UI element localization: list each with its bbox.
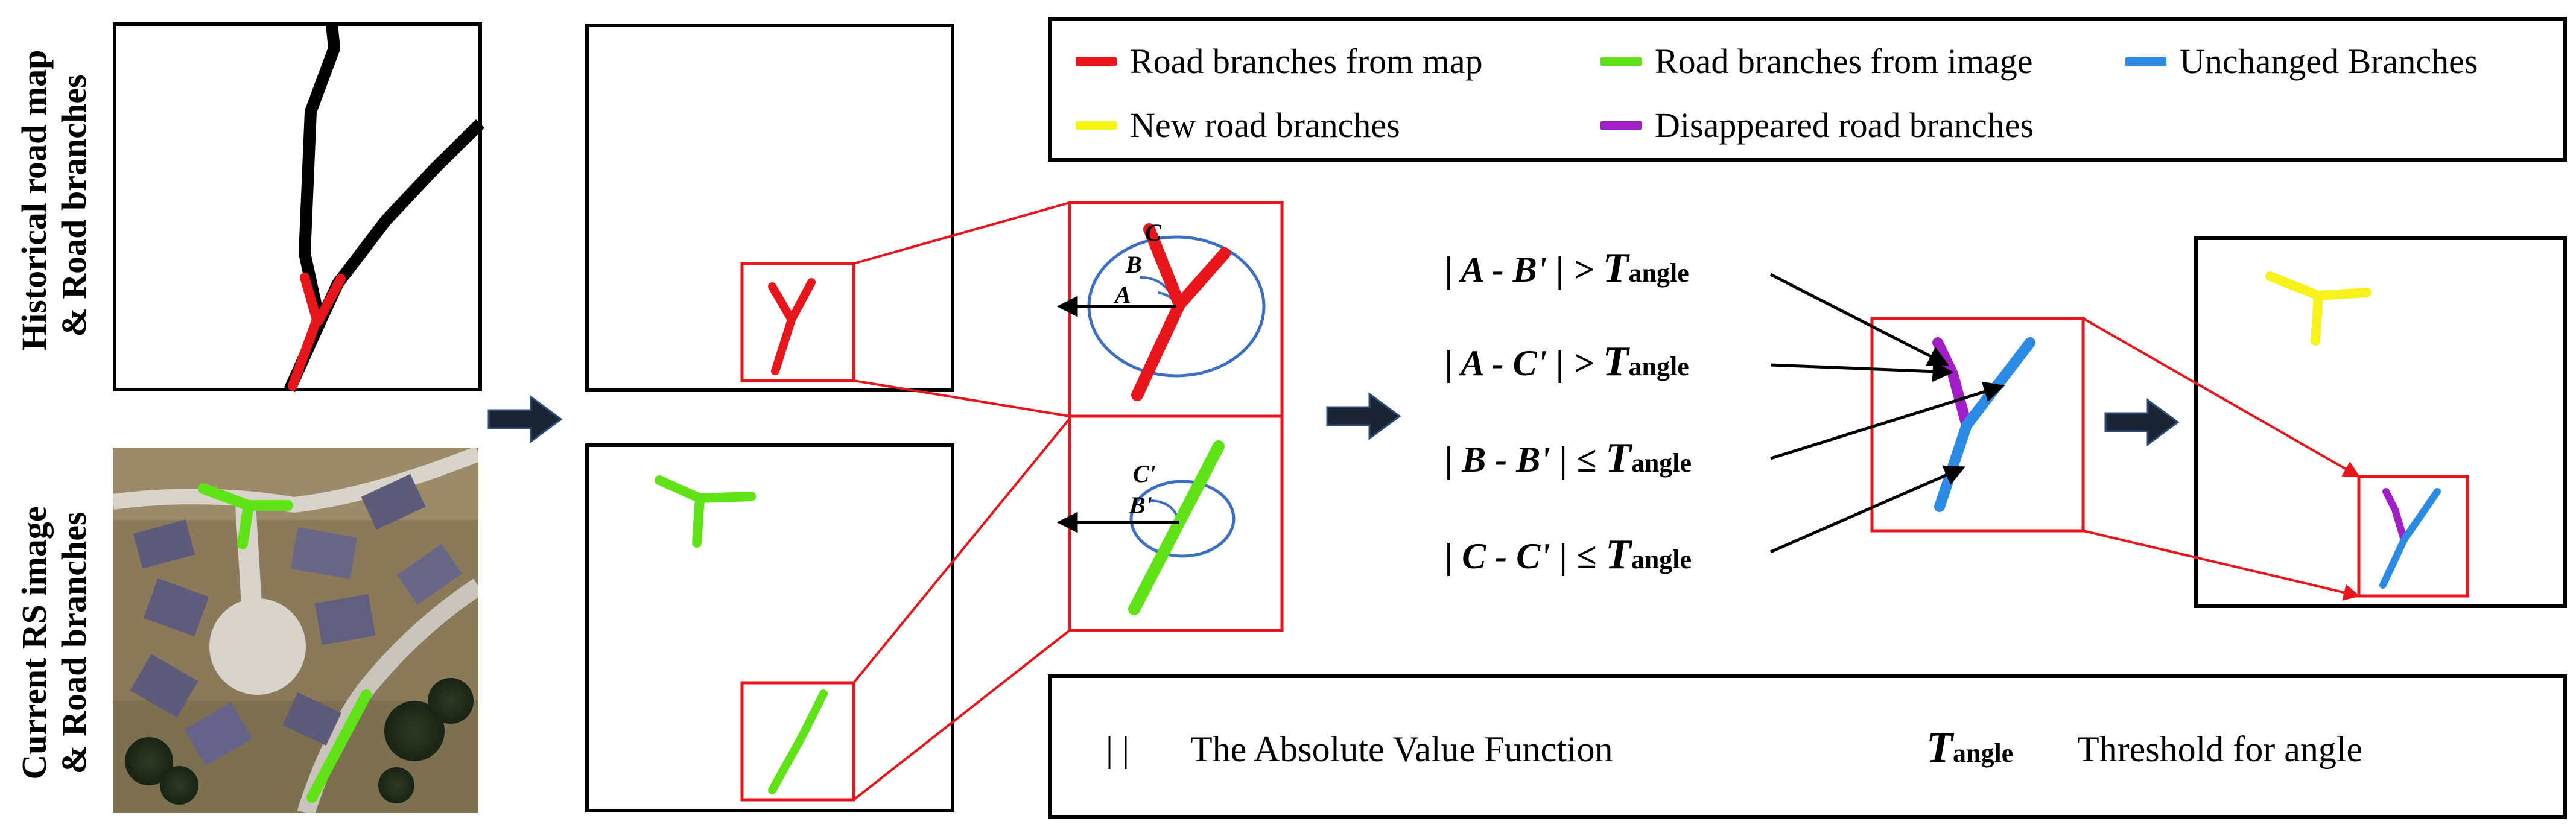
angle-label-c-prime: C': [1133, 460, 1156, 487]
notation-panel: | | The Absolute Value Function Tangle T…: [1048, 674, 2567, 819]
t-symbol: T: [1926, 723, 1953, 771]
image-branch-panel: [585, 443, 954, 812]
formula-sub: angle: [1631, 545, 1692, 574]
legend-panel: Road branches from map Road branches fro…: [1048, 17, 2567, 162]
angle-label-b-prime: B': [1129, 492, 1152, 519]
legend-label-image: Road branches from image: [1655, 42, 2033, 81]
formula-lhs: | B - B' |: [1445, 440, 1568, 480]
legend-label-new: New road branches: [1130, 106, 1400, 145]
formula-lhs: | A - B' |: [1445, 250, 1564, 290]
formula-sub: angle: [1631, 448, 1692, 478]
legend-swatch-disappeared: [1600, 121, 1642, 130]
abs-description: The Absolute Value Function: [1190, 729, 1613, 769]
formula-t: T: [1602, 338, 1629, 385]
angle-label-c: C: [1145, 219, 1161, 246]
formula-sub: angle: [1628, 258, 1689, 288]
legend-swatch-image: [1600, 57, 1642, 66]
legend-swatch-unchanged: [2125, 57, 2166, 66]
formula-a-b-prime: | A - B' | > Tangle: [1445, 244, 1689, 293]
historical-map-panel: [113, 22, 485, 393]
aerial-image: [113, 448, 478, 813]
legend-swatch-map: [1076, 57, 1117, 66]
formula-arrows: [1769, 273, 2005, 554]
formula-a-c-prime: | A - C' | > Tangle: [1445, 338, 1689, 386]
formula-op: ≤: [1576, 440, 1597, 480]
legend-item-unchanged: Unchanged Branches: [2125, 41, 2478, 81]
map-branch-panel: [585, 24, 954, 392]
comparison-panel: [1870, 317, 2085, 533]
flow-arrow-icon: [487, 395, 563, 443]
t-angle-description: Threshold for angle: [2077, 729, 2363, 769]
abs-symbol: | |: [1106, 729, 1130, 769]
formula-c-c-prime: | C - C' | ≤ Tangle: [1445, 531, 1692, 579]
formula-b-b-prime: | B - B' | ≤ Tangle: [1445, 434, 1692, 483]
legend-label-unchanged: Unchanged Branches: [2180, 42, 2478, 81]
formula-lhs: | A - C' |: [1445, 343, 1564, 383]
flow-arrow-icon: [2104, 398, 2180, 446]
flow-arrow-icon: [1326, 392, 1401, 440]
formula-sub: angle: [1628, 352, 1689, 381]
angle-label-b: B: [1126, 251, 1142, 278]
zoom-image-panel: [1056, 414, 1284, 632]
zoom-guide-lines: [852, 201, 1071, 801]
t-angle-symbol: Tangle: [1926, 723, 2013, 773]
angle-arc-icon: [1129, 480, 1236, 558]
aerial-image-drawing: [113, 448, 478, 813]
formula-lhs: | C - C' |: [1445, 536, 1568, 576]
t-sub: angle: [1952, 738, 2014, 768]
legend-item-map: Road branches from map: [1076, 41, 1483, 81]
formula-op: ≤: [1576, 536, 1597, 576]
formula-t: T: [1602, 245, 1629, 291]
legend-item-disappeared: Disappeared road branches: [1600, 105, 2034, 145]
formula-op: >: [1573, 250, 1594, 290]
formula-op: >: [1573, 343, 1594, 383]
legend-swatch-new: [1076, 121, 1117, 130]
result-guide-lines: [2083, 317, 2361, 601]
formula-t: T: [1605, 435, 1631, 481]
legend-item-new: New road branches: [1076, 105, 1400, 145]
result-panel: [2194, 236, 2567, 608]
legend-label-map: Road branches from map: [1130, 42, 1483, 81]
angle-label-a: A: [1115, 281, 1131, 308]
legend-label-disappeared: Disappeared road branches: [1655, 106, 2034, 145]
legend-item-image: Road branches from image: [1600, 41, 2033, 81]
formula-t: T: [1605, 531, 1631, 578]
zoom-map-panel: [1056, 201, 1284, 418]
